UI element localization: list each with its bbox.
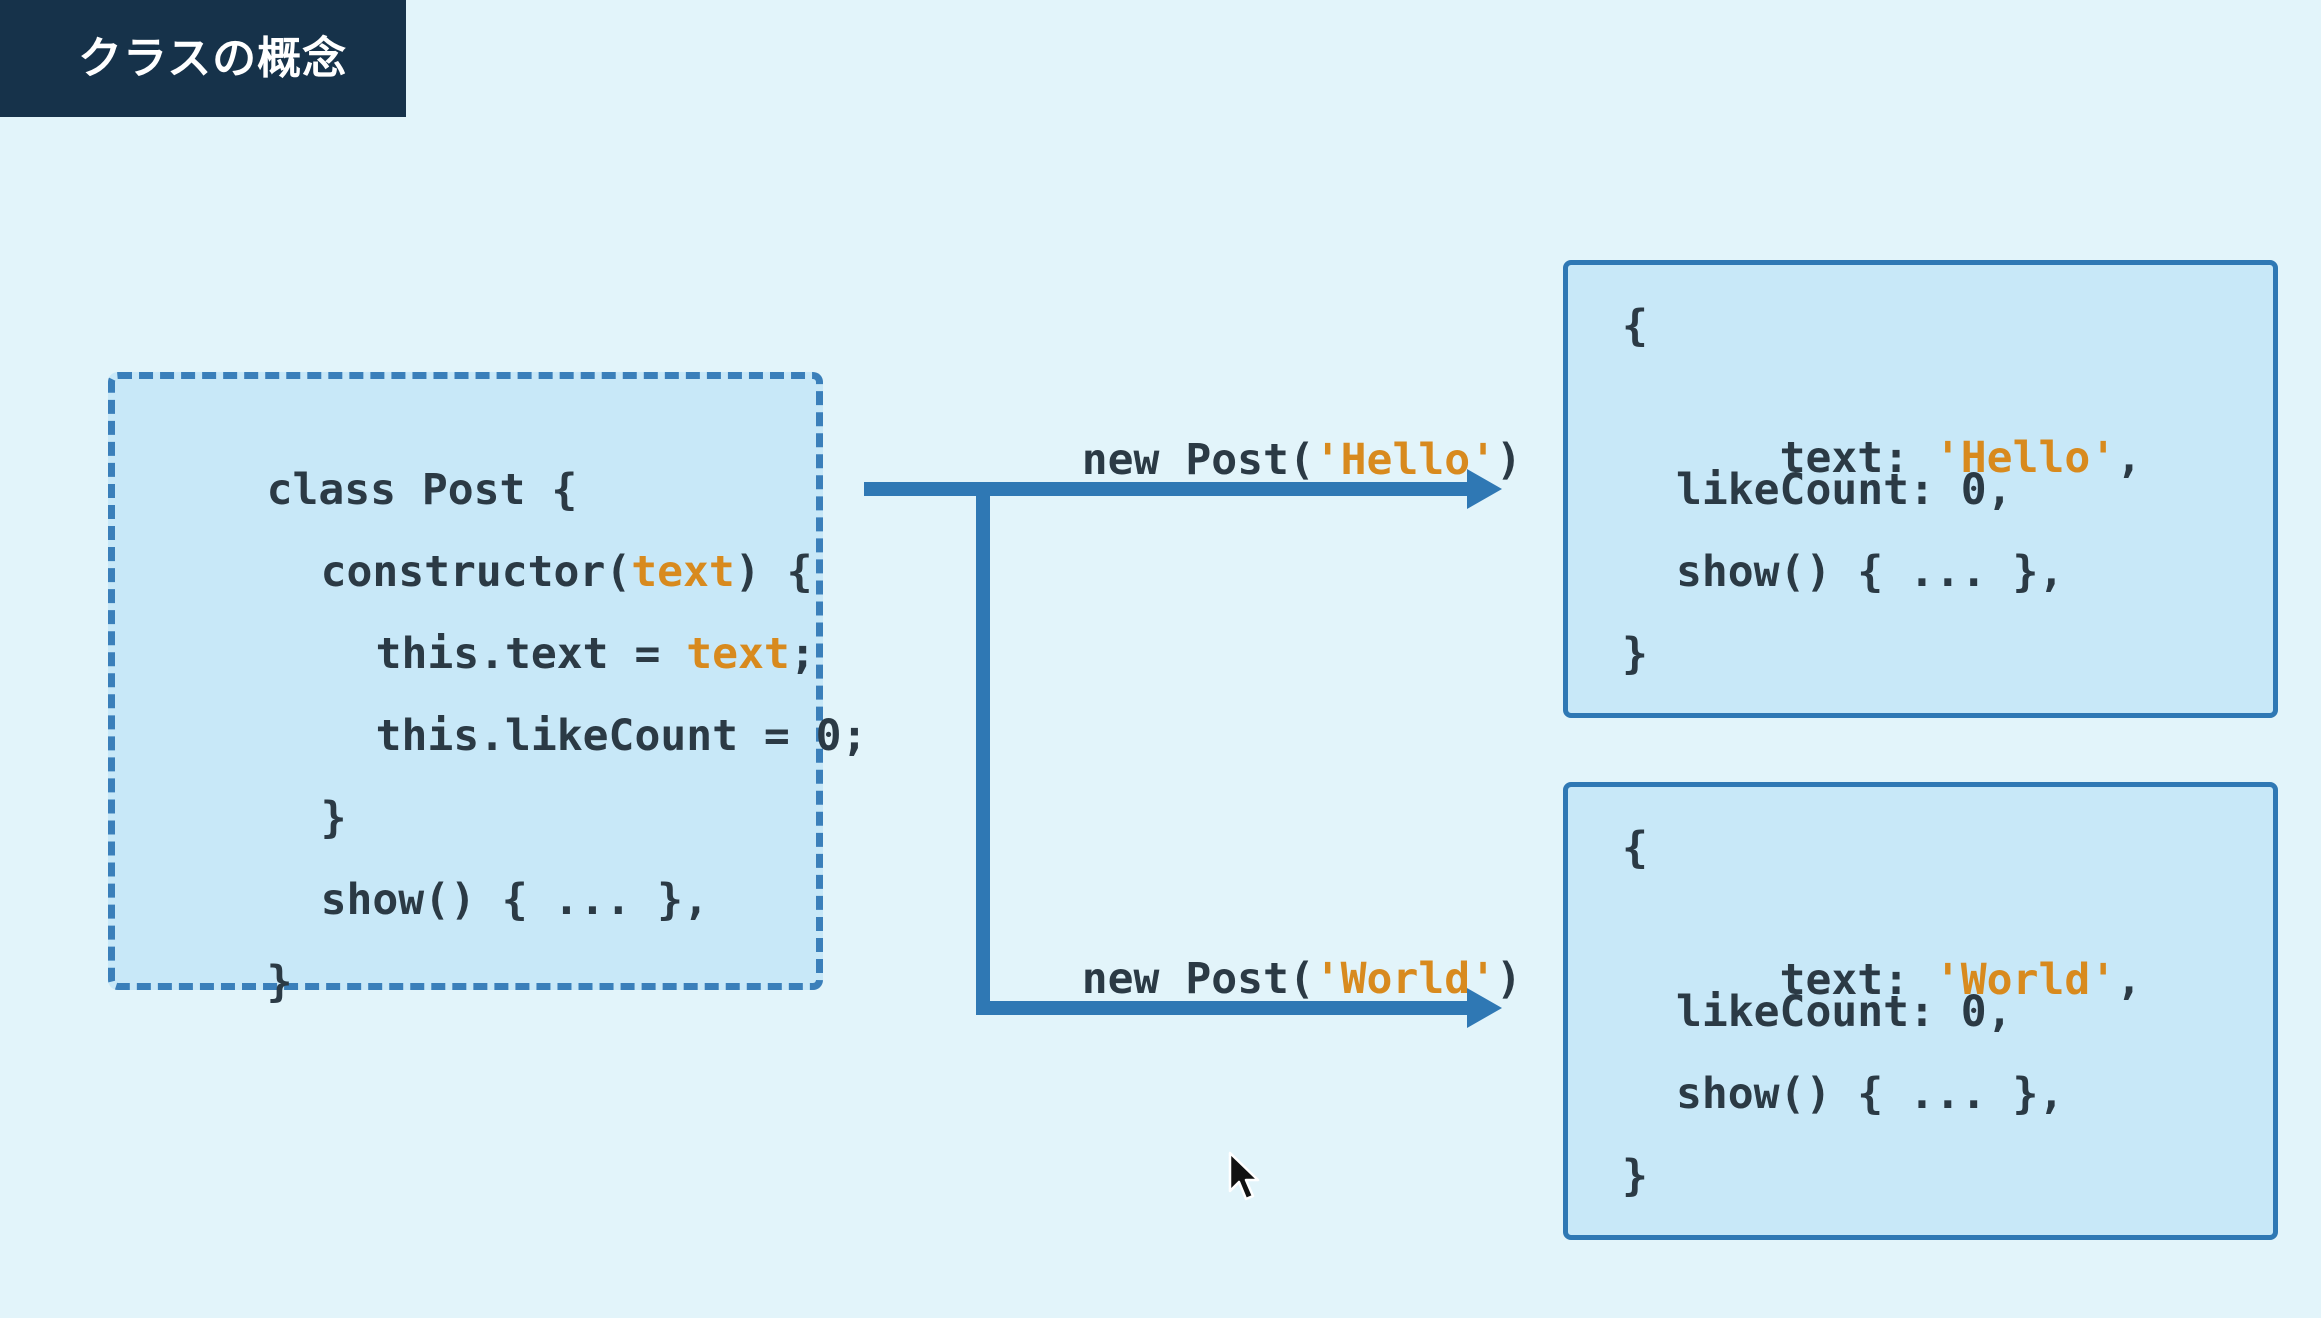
code-token: , — [2116, 433, 2143, 483]
code-token: class Post { — [266, 465, 578, 515]
code-line: likeCount: 0, — [1676, 987, 2013, 1037]
code-line: } — [1622, 1151, 1648, 1201]
code-token: ) — [1496, 954, 1522, 1004]
code-line: } — [1622, 629, 1648, 679]
code-token: constructor( — [320, 547, 632, 597]
code-line: show() { ... }, — [1676, 547, 2065, 597]
constructor-call-world: new Post('World') — [1030, 904, 1522, 1004]
code-line: } — [217, 743, 347, 893]
code-line: { — [1622, 823, 1648, 873]
string-token: 'World' — [1934, 955, 2117, 1005]
code-token: } — [266, 957, 293, 1007]
code-token: new Post( — [1081, 954, 1315, 1004]
slide-title: クラスの概念 — [0, 0, 406, 117]
code-token: new Post( — [1081, 435, 1315, 485]
code-token: ; — [789, 629, 816, 679]
code-line: text: 'Hello', — [1676, 383, 2142, 533]
code-line: show() { ... }, — [1676, 1069, 2065, 1119]
code-token: show() { ... }, — [320, 875, 709, 925]
instance-box-hello: { text: 'Hello', likeCount: 0, show() { … — [1563, 260, 2278, 718]
code-token: text: — [1779, 955, 1935, 1005]
code-line: likeCount: 0, — [1676, 465, 2013, 515]
code-token: this.text = — [375, 629, 687, 679]
code-line: this.text = text; — [272, 579, 816, 729]
class-definition-box: class Post { constructor(text) { this.te… — [108, 372, 867, 1007]
string-token: 'World' — [1314, 954, 1496, 1004]
code-line: text: 'World', — [1676, 905, 2142, 1055]
code-token: , — [2116, 955, 2143, 1005]
code-token: ) — [1496, 435, 1522, 485]
string-token: text — [686, 629, 790, 679]
code-line: show() { ... }, — [217, 825, 709, 975]
mouse-cursor-icon — [1228, 1151, 1260, 1201]
code-line: this.likeCount = 0; — [272, 661, 868, 811]
string-token: 'Hello' — [1934, 433, 2117, 483]
code-line: } — [163, 907, 293, 1057]
code-token: ) { — [734, 547, 813, 597]
string-token: 'Hello' — [1314, 435, 1496, 485]
code-token: } — [320, 793, 347, 843]
arrow-line-world — [976, 489, 1475, 1015]
arrowhead-world — [1467, 988, 1502, 1028]
code-line: class Post { — [163, 415, 578, 565]
code-token: text: — [1779, 433, 1935, 483]
string-token: text — [631, 547, 735, 597]
arrowhead-hello — [1467, 469, 1502, 509]
code-line: { — [1622, 301, 1648, 351]
code-token: this.likeCount = 0; — [375, 711, 868, 761]
instance-box-world: { text: 'World', likeCount: 0, show() { … — [1563, 782, 2278, 1240]
constructor-call-hello: new Post('Hello') — [1030, 385, 1522, 485]
code-line: constructor(text) { — [217, 497, 813, 647]
